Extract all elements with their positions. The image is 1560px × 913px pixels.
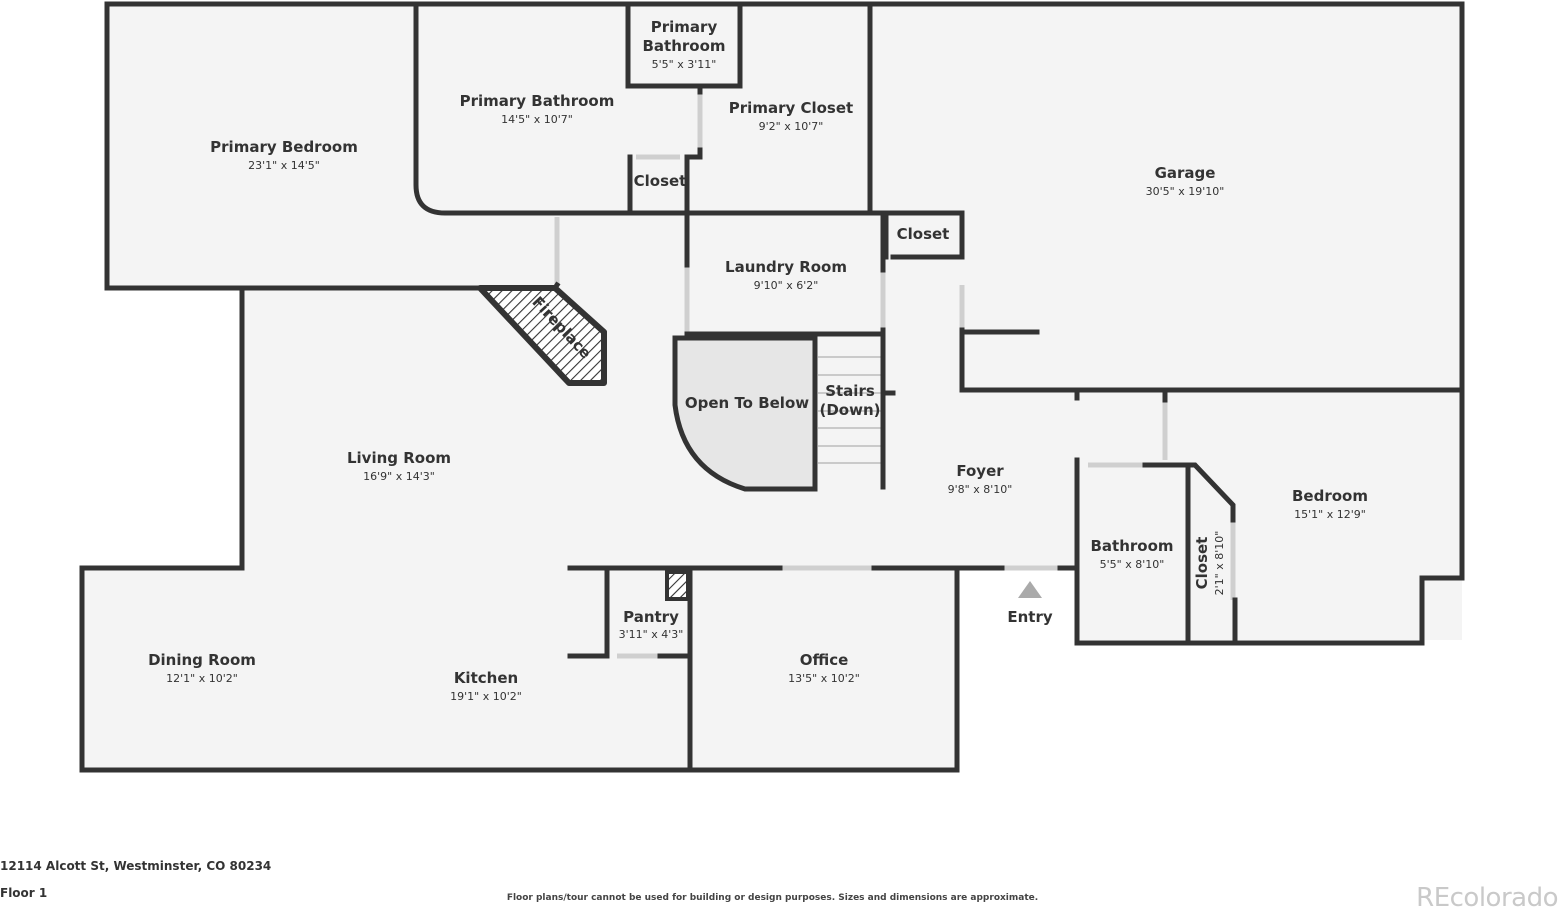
room-dims: 3'11" x 4'3"	[619, 628, 684, 641]
room-name: Primary Bathroom	[460, 92, 615, 110]
room-dims: 16'9" x 14'3"	[363, 470, 435, 483]
disclaimer-text: Floor plans/tour cannot be used for buil…	[506, 893, 1039, 903]
room-dims: 14'5" x 10'7"	[501, 113, 573, 126]
open-to-below-area	[672, 335, 818, 492]
room-name: Kitchen	[454, 669, 518, 687]
room-dims: 9'10" x 6'2"	[754, 279, 819, 292]
room-name: Office	[800, 651, 849, 669]
room-dims: 9'8" x 8'10"	[948, 483, 1013, 496]
room-name: Closet	[1193, 537, 1211, 590]
hatch-box	[665, 570, 690, 601]
stairs-treads	[818, 356, 882, 464]
floor-label: Floor 1	[0, 886, 48, 900]
room-name: Closet	[634, 172, 687, 190]
room-dims: 5'5" x 8'10"	[1100, 558, 1165, 571]
room-name: Primary Bedroom	[210, 138, 358, 156]
fireplace-hatch	[477, 285, 607, 386]
room-name: Bathroom	[642, 37, 725, 55]
room-name: Closet	[897, 225, 950, 243]
entry-arrow-icon	[1018, 581, 1042, 598]
room-dims: 2'1" x 8'10"	[1213, 531, 1226, 596]
room-dims: 5'5" x 3'11"	[652, 58, 717, 71]
walls	[79, 1, 1465, 773]
room-name: Laundry Room	[725, 258, 847, 276]
room-name: Bedroom	[1292, 487, 1368, 505]
room-dims: 23'1" x 14'5"	[248, 159, 320, 172]
room-name: Open To Below	[685, 394, 809, 412]
room-name: Pantry	[623, 608, 679, 626]
property-address: 12114 Alcott St, Westminster, CO 80234	[0, 859, 272, 873]
room-name: Dining Room	[148, 651, 256, 669]
room-dims: 12'1" x 10'2"	[166, 672, 238, 685]
room-name: Primary Closet	[729, 99, 853, 117]
room-dims: 19'1" x 10'2"	[450, 690, 522, 703]
room-name: (Down)	[819, 401, 880, 419]
room-name: Garage	[1155, 164, 1216, 182]
room-name: Entry	[1007, 608, 1052, 626]
brand-logo: REcolorado	[1416, 883, 1558, 913]
room-name: Foyer	[956, 462, 1004, 480]
room-name: Primary	[651, 18, 718, 36]
room-name: Living Room	[347, 449, 451, 467]
room-dims: 15'1" x 12'9"	[1294, 508, 1366, 521]
room-dims: 13'5" x 10'2"	[788, 672, 860, 685]
room-name: Bathroom	[1090, 537, 1173, 555]
room-name: Stairs	[825, 382, 875, 400]
room-dims: 30'5" x 19'10"	[1146, 185, 1225, 198]
room-dims: 9'2" x 10'7"	[759, 120, 824, 133]
